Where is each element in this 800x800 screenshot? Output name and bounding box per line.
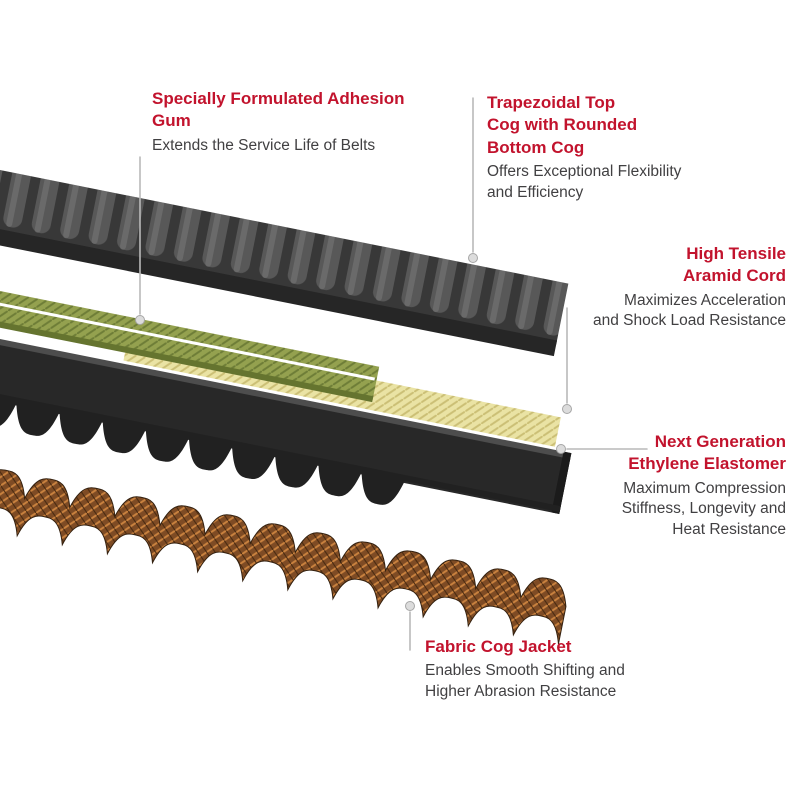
callout-aramid-cord-description: Maximizes Acceleration and Shock Load Re… [592, 291, 786, 330]
callout-elastomer-heading: Next Generation Ethylene Elastomer [628, 432, 786, 474]
leader-aramid-cord [562, 307, 572, 414]
tensile-cord-highlight [0, 299, 375, 381]
callout-elastomer-description: Maximum Compression Stiffness, Longevity… [621, 479, 786, 539]
callout-fabric-jacket-description: Enables Smooth Shifting and Higher Abras… [425, 662, 625, 701]
leader-dot-top-cog [468, 253, 478, 263]
top-cog-front-face [0, 222, 558, 357]
adhesion-gum-front-edge [0, 317, 374, 403]
callout-fabric-jacket: Fabric Cog Jacket Enables Smooth Shiftin… [425, 636, 675, 703]
callout-aramid-cord: High Tensile Aramid Cord Maximizes Accel… [546, 243, 786, 332]
leader-dot-adhesion-gum [135, 315, 145, 325]
top-cog-surface [0, 166, 569, 345]
elastomer-top-highlight [0, 336, 572, 462]
fabric-cog-jacket-layer [0, 469, 567, 644]
callout-top-cog-heading: Trapezoidal Top Cog with Rounded Bottom … [487, 93, 638, 157]
callout-elastomer: Next Generation Ethylene Elastomer Maxim… [556, 431, 786, 541]
adhesion-gum-band [0, 288, 380, 401]
leader-dot-elastomer [556, 444, 566, 454]
callout-aramid-cord-heading: High Tensile Aramid Cord [683, 244, 786, 286]
leader-lines [135, 97, 648, 651]
leader-fabric-jacket [405, 601, 415, 651]
leader-adhesion-gum [135, 156, 145, 325]
callout-top-cog: Trapezoidal Top Cog with Rounded Bottom … [487, 92, 737, 204]
callout-adhesion-gum-description: Extends the Service Life of Belts [152, 136, 376, 154]
fabric-jacket-band [0, 469, 567, 644]
elastomer-bottom-cogs [0, 388, 561, 513]
leader-elastomer [556, 444, 648, 454]
callout-fabric-jacket-heading: Fabric Cog Jacket [425, 637, 572, 656]
callout-adhesion-gum-heading: Specially Formulated Adhesion Gum [152, 89, 405, 131]
callout-adhesion-gum: Specially Formulated Adhesion Gum Extend… [152, 88, 452, 156]
callout-top-cog-description: Offers Exceptional Flexibility and Effic… [487, 163, 682, 201]
leader-top-cog [468, 97, 478, 263]
leader-dot-fabric-jacket [405, 601, 415, 611]
adhesion-gum-layer [0, 288, 380, 403]
elastomer-end-face [551, 451, 572, 514]
elastomer-body [0, 341, 571, 514]
leader-dot-aramid-cord [562, 404, 572, 414]
ethylene-elastomer-layer [0, 336, 572, 514]
trapezoidal-top-cog-layer [0, 166, 569, 357]
